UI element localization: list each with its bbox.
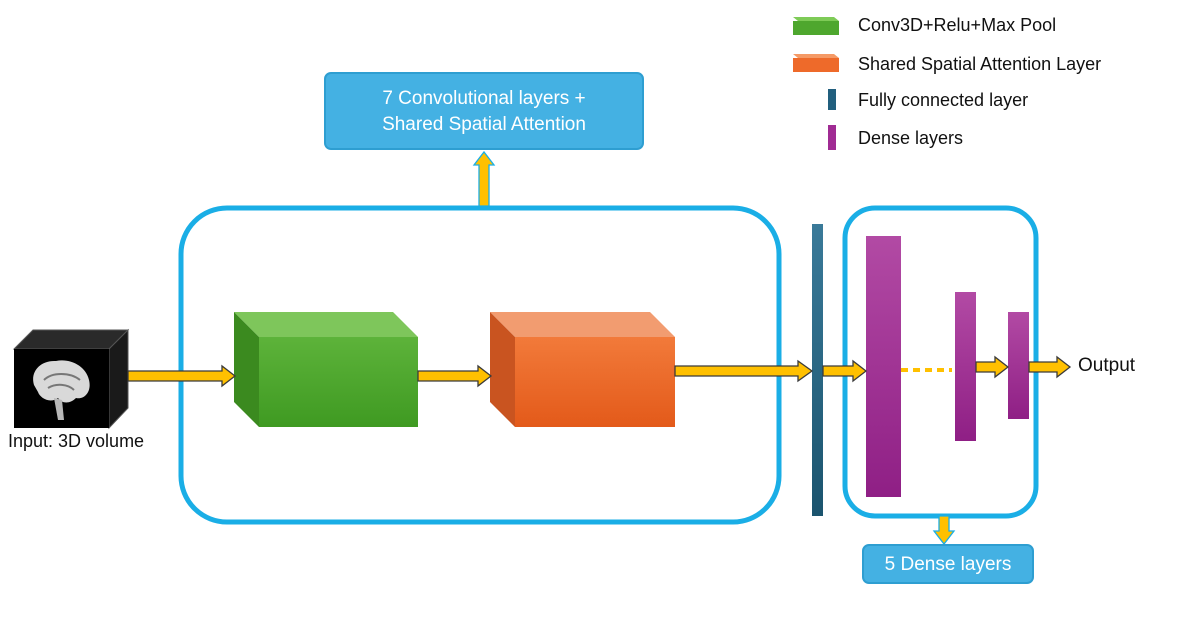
- input-label: Input: 3D volume: [8, 431, 145, 451]
- legend-swatch-conv: [793, 17, 839, 35]
- arrow-fc-to-dense: [822, 359, 868, 383]
- arrow-to-output: [1028, 355, 1072, 379]
- legend-label-dense: Dense layers: [858, 128, 964, 148]
- bottom-callout-label: 5 Dense layers: [884, 554, 1012, 575]
- top-callout: 7 Convolutional layers + Shared Spatial …: [324, 72, 644, 150]
- dense-layer-3: [1008, 312, 1029, 419]
- arrow-conv-to-attention: [417, 364, 493, 388]
- dense-layer-2: [955, 292, 976, 441]
- dense-layer-1: [866, 236, 901, 497]
- input-volume-icon: [12, 328, 130, 430]
- output-label: Output: [1078, 355, 1136, 376]
- top-callout-line-1: 7 Convolutional layers +: [382, 88, 586, 109]
- legend-swatch-dense: [828, 125, 836, 150]
- top-callout-line-2: Shared Spatial Attention: [382, 114, 586, 135]
- legend-swatch-attention: [793, 54, 839, 72]
- conv3d-block: [234, 312, 418, 427]
- legend-label-fc: Fully connected layer: [858, 90, 1029, 110]
- attention-block: [490, 312, 675, 427]
- arrow-group-to-top-callout: [472, 150, 496, 207]
- arrow-dense2-to-dense3: [975, 355, 1010, 379]
- arrow-input-to-conv: [127, 364, 237, 388]
- arrow-attention-to-fc: [674, 359, 814, 383]
- legend-label-conv: Conv3D+Relu+Max Pool: [858, 15, 1057, 35]
- legend-swatch-fc: [828, 89, 836, 110]
- legend-label-attention: Shared Spatial Attention Layer: [858, 54, 1102, 74]
- fully-connected-layer: [812, 224, 823, 516]
- bottom-callout: 5 Dense layers: [862, 544, 1034, 584]
- conv-attention-group: [178, 205, 782, 525]
- arrow-dense-group-to-bottom-callout: [932, 515, 956, 546]
